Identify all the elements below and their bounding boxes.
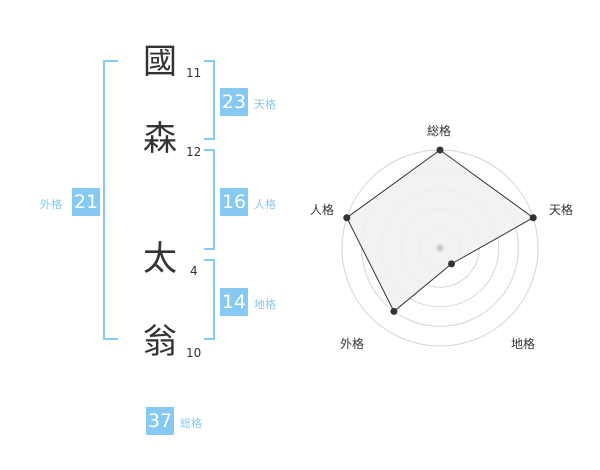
radar-center-dot [436, 244, 444, 252]
jinkaku-bracket [204, 149, 215, 250]
radar-axis-label-soukaku: 総格 [427, 124, 452, 138]
radar-axis-label-tenkaku: 天格 [549, 203, 574, 217]
chikaku-bracket [204, 259, 215, 340]
soukaku-badge: 37 [146, 407, 174, 435]
name-char-3: 太 [143, 239, 177, 279]
stroke-count-4: 10 [186, 346, 202, 360]
radar-point-4 [343, 214, 351, 222]
jinkaku-label: 人格 [254, 198, 276, 211]
radar-data-polygon [346, 149, 535, 313]
radar-point-0 [436, 146, 444, 154]
tenkaku-bracket [204, 60, 215, 140]
name-char-4: 翁 [143, 322, 177, 362]
stroke-count-1: 11 [186, 66, 202, 80]
gaikaku-bracket [103, 60, 118, 340]
name-char-2: 森 [143, 119, 177, 159]
gaikaku-badge: 21 [72, 188, 100, 216]
radar-axis-label-gaikaku: 外格 [340, 337, 365, 351]
radar-axis-label-jinkaku: 人格 [310, 203, 335, 217]
radar-point-2 [448, 260, 456, 268]
gaikaku-label: 外格 [40, 198, 62, 211]
chikaku-label: 地格 [254, 298, 276, 311]
stroke-count-2: 12 [186, 145, 202, 159]
tenkaku-label: 天格 [254, 98, 276, 111]
jinkaku-badge: 16 [220, 188, 248, 216]
chikaku-badge: 14 [220, 288, 248, 316]
radar-point-1 [529, 214, 537, 222]
tenkaku-badge: 23 [220, 88, 248, 116]
radar-axis-label-chikaku: 地格 [511, 337, 536, 351]
stroke-count-3: 4 [190, 264, 198, 278]
name-char-1: 國 [143, 42, 177, 82]
radar-point-3 [390, 307, 398, 315]
soukaku-label: 総格 [180, 417, 202, 430]
